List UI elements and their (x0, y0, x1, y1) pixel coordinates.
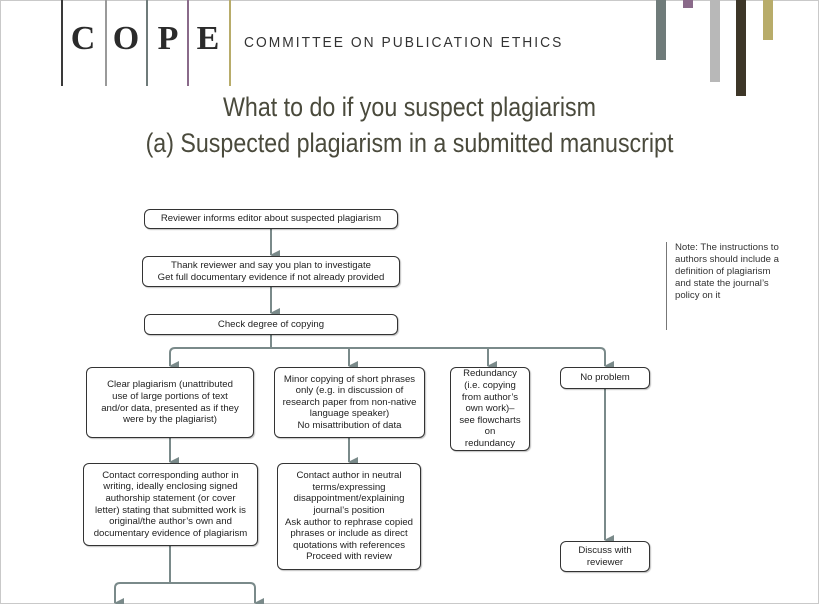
branch-minor-copying: Minor copying of short phrases only (e.g… (274, 367, 425, 438)
step-reviewer-informs-editor: Reviewer informs editor about suspected … (144, 209, 398, 229)
box-text: Ask author to rephrase copied phrases or… (285, 516, 413, 551)
box-text: No problem (580, 372, 630, 384)
logo-letter-c: C (70, 20, 96, 57)
logo-letter-p: P (157, 20, 179, 57)
connector-branch (169, 347, 606, 366)
action-contact-author-neutral: Contact author in neutral terms/expressi… (277, 463, 421, 570)
logo-divider (229, 0, 231, 86)
page-title: What to do if you suspect plagiarism (223, 92, 596, 122)
decorative-bar (656, 0, 666, 60)
box-text: Reviewer informs editor about suspected … (160, 213, 382, 225)
box-text: Redundancy (i.e. copying from author’s o… (459, 368, 521, 449)
branch-clear-plagiarism: Clear plagiarism (unattributed use of la… (86, 367, 254, 438)
logo-divider (61, 0, 63, 86)
instructions-note: Note: The instructions to authors should… (666, 242, 786, 330)
page-subtitle: (a) Suspected plagiarism in a submitted … (145, 128, 674, 158)
logo-letter-o: O (112, 20, 140, 57)
box-text: Discuss with reviewer (578, 544, 632, 568)
box-text: Proceed with review (306, 551, 392, 563)
step-thank-reviewer: Thank reviewer and say you plan to inves… (142, 256, 400, 287)
connector-branch (114, 582, 256, 600)
step-check-degree-of-copying: Check degree of copying (144, 314, 398, 335)
box-text: Clear plagiarism (unattributed use of la… (101, 379, 239, 426)
action-contact-corresponding-author: Contact corresponding author in writing,… (83, 463, 258, 546)
logo-divider (146, 0, 148, 86)
box-text: Minor copying of short phrases only (e.g… (282, 373, 417, 420)
box-text: No misattribution of data (297, 419, 402, 431)
box-text: Contact corresponding author in writing,… (93, 469, 248, 539)
action-discuss-with-reviewer: Discuss with reviewer (560, 541, 650, 572)
box-text: Contact author in neutral terms/expressi… (293, 470, 405, 516)
decorative-bar (683, 0, 693, 8)
box-text: Get full documentary evidence if not alr… (157, 271, 385, 283)
organization-name: COMMITTEE ON PUBLICATION ETHICS (244, 34, 564, 51)
branch-no-problem: No problem (560, 367, 650, 389)
branch-redundancy: Redundancy (i.e. copying from author’s o… (450, 367, 530, 451)
decorative-bar (763, 0, 773, 40)
logo-letter-e: E (196, 20, 220, 57)
logo-divider (105, 0, 107, 86)
decorative-bar (710, 0, 720, 82)
logo-divider (187, 0, 189, 86)
decorative-bar (736, 0, 746, 96)
box-text: Check degree of copying (217, 318, 325, 330)
box-text: Thank reviewer and say you plan to inves… (171, 259, 371, 271)
